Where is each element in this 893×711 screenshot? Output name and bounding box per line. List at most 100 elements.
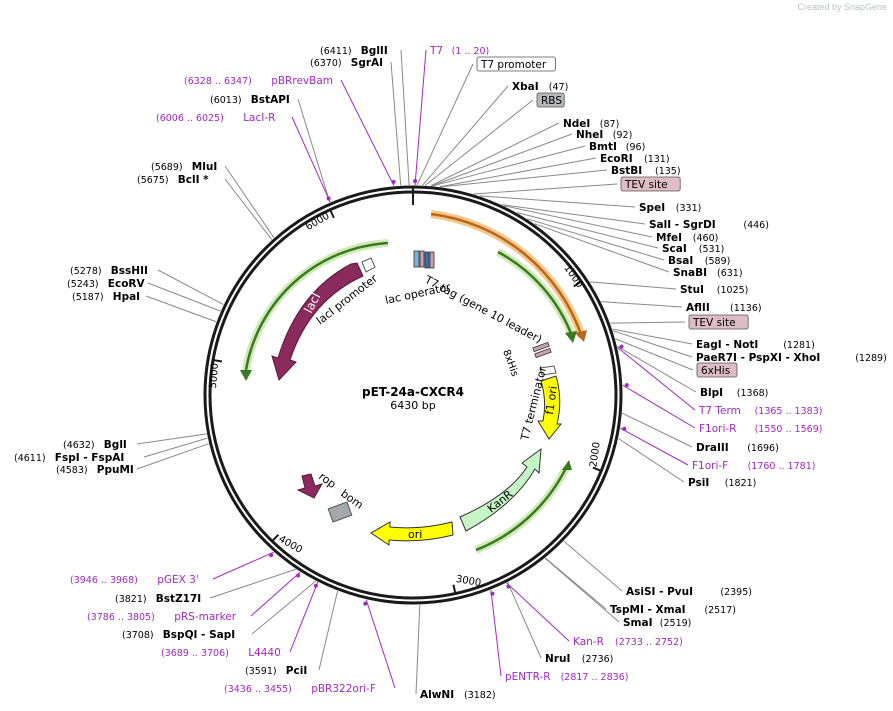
leader-0: [400, 49, 410, 186]
site-name-2: pBRrevBam: [271, 75, 333, 87]
leader-6: [224, 178, 273, 240]
primer-mark-21: [413, 179, 418, 184]
leader-44: [617, 347, 696, 411]
site-name-37: StuI: [680, 284, 704, 296]
site-pos-5: (5689): [151, 162, 183, 173]
leader-39: [610, 321, 686, 324]
primer-mark-52: [506, 584, 511, 589]
site-pos-29: (135): [655, 166, 681, 177]
watermark: Created by SnapGene: [797, 2, 887, 12]
feature-label-f1-ori: f1 ori: [543, 385, 560, 415]
orf-arc-left-head: [240, 370, 252, 381]
site-pos-34: (531): [699, 244, 725, 255]
leader-30: [473, 183, 618, 195]
site-name-26: NheI: [576, 129, 603, 141]
primer-mark-44: [619, 344, 624, 349]
site-pos-54: (2817 .. 2836): [561, 672, 629, 683]
feature-rop: [296, 473, 324, 499]
site-pos-41: (1289): [855, 353, 887, 364]
tick-5000: [212, 358, 223, 363]
site-name-22: T7 promoter: [480, 59, 547, 71]
tick-label-5000: 5000: [208, 363, 221, 389]
leader-2: [340, 79, 395, 187]
tick-4000: [271, 533, 280, 542]
leader-29: [440, 169, 608, 188]
site-name-44: T7 Term: [698, 405, 741, 417]
site-pos-6: (5675): [137, 175, 169, 186]
site-name-1: SgrAI: [351, 57, 383, 69]
site-label-50: TspMI - XmaI(2517): [610, 604, 736, 616]
leader-25: [430, 122, 560, 187]
site-box-24: [536, 92, 565, 108]
orf-arc-right-top-head: [565, 331, 577, 343]
site-name-5: MluI: [192, 161, 217, 173]
leader-11: [143, 437, 208, 458]
site-name-13: pGEX 3': [157, 574, 199, 586]
site-box-42: [696, 362, 738, 378]
site-name-17: L4440: [248, 647, 281, 659]
site-name-49: AsiSI - PvuI: [626, 586, 693, 598]
feature-laci-promoter: [361, 257, 376, 273]
leader-31: [479, 195, 636, 208]
site-name-20: AlwNI: [420, 689, 454, 701]
site-pos-44: (1365 .. 1383): [755, 406, 823, 417]
site-label-32: SalI - SgrDI(446): [649, 219, 769, 231]
site-label-51: SmaI(2519): [623, 617, 691, 629]
site-label-48: PsiI(1821): [688, 477, 756, 489]
leader-7: [157, 269, 224, 306]
site-pos-18: (3591): [245, 666, 277, 677]
site-name-7: BssHII: [111, 265, 148, 277]
leader-12: [136, 443, 209, 470]
site-name-54: pENTR-R: [505, 671, 551, 683]
site-pos-15: (3786 .. 3805): [87, 612, 155, 623]
site-pos-3: (6013): [210, 95, 242, 106]
primer-mark-2: [391, 179, 396, 184]
site-pos-45: (1550 .. 1569): [755, 424, 823, 435]
feature-label-8xhis: 8xHis: [500, 348, 520, 378]
site-pos-35: (589): [705, 256, 731, 267]
site-label-45: F1ori-R(1550 .. 1569): [699, 423, 822, 435]
site-label-1: (6370)SgrAI: [310, 57, 383, 69]
site-pos-26: (92): [613, 130, 633, 141]
leader-14: [209, 568, 296, 599]
leader-47: [620, 427, 689, 466]
site-pos-12: (4583): [56, 465, 88, 476]
site-name-38: AflII: [686, 302, 710, 314]
leader-9: [145, 295, 217, 323]
leader-26: [431, 133, 573, 187]
site-name-33: MfeI: [656, 232, 682, 244]
site-label-22: T7 promoter: [476, 56, 556, 72]
primer-mark-47: [622, 426, 627, 431]
site-name-9: HpaI: [113, 291, 140, 303]
site-name-30: TEV site: [624, 179, 668, 191]
leader-53: [507, 582, 542, 659]
site-label-8: (5243)EcoRV: [67, 278, 145, 290]
site-pos-25: (87): [600, 119, 620, 130]
site-name-53: NruI: [545, 653, 570, 665]
site-label-44: T7 Term (1365 .. 1383): [698, 405, 822, 417]
tick-label-1000: 1000: [561, 263, 585, 290]
site-label-26: NheI (92): [576, 129, 632, 141]
primer-mark-17: [313, 583, 318, 588]
site-label-38: AflII(1136): [686, 302, 762, 314]
site-label-6: (5675)BclI *: [137, 174, 209, 186]
site-name-10: BglI: [104, 439, 127, 451]
site-box-22: [476, 56, 556, 72]
leader-40: [612, 328, 693, 345]
site-name-3: BstAPI: [251, 94, 290, 106]
site-pos-23: (47): [549, 82, 569, 93]
leader-15: [250, 571, 301, 617]
feature-label-t7-tag: T7 tag (gene 10 leader): [422, 273, 544, 346]
site-pos-33: (460): [693, 233, 719, 244]
site-name-40: EagI - NotI: [696, 339, 758, 351]
site-label-25: NdeI(87): [563, 118, 619, 130]
site-label-31: SpeI(331): [639, 202, 701, 214]
leader-24: [424, 99, 534, 186]
leader-54: [490, 589, 502, 677]
site-label-41: PaeR7I - PspXI - XhoI(1289): [696, 352, 887, 364]
site-label-33: MfeI (460): [656, 232, 718, 244]
site-label-40: EagI - NotI(1281): [696, 339, 815, 351]
tick-6000: [329, 209, 335, 219]
leader-51: [544, 557, 620, 623]
